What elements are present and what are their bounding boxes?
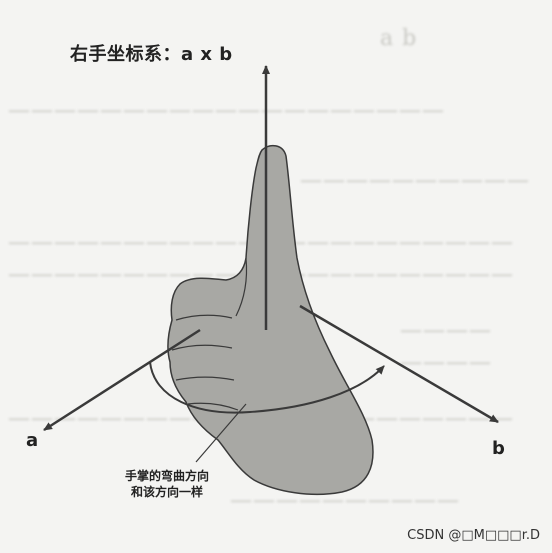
thumb-edge — [235, 257, 248, 317]
b-axis-label: b — [492, 438, 505, 459]
background-text: ———— — [400, 318, 492, 343]
caption: 手掌的弯曲方向 和该方向一样 — [112, 468, 222, 500]
finger-crease — [175, 314, 233, 321]
caption-leader-line — [195, 403, 247, 463]
caption-line-1: 手掌的弯曲方向 — [124, 469, 209, 483]
background-text: —————————— — [230, 488, 460, 513]
finger-crease — [187, 402, 239, 411]
finger-crease — [171, 344, 233, 351]
rotation-arrow — [149, 361, 385, 414]
background-text: a b — [380, 26, 418, 51]
diagram-title: 右手坐标系：a x b — [70, 44, 233, 65]
b-axis-arrow — [299, 304, 499, 424]
hand-shape — [167, 144, 374, 496]
background-text: ——————————————————— — [8, 98, 445, 123]
a-axis-label: a — [26, 430, 39, 451]
background-text: ———— — [400, 350, 492, 375]
background-text: —————————— — [300, 168, 530, 193]
watermark: CSDN @□M□□□r.D — [407, 528, 540, 543]
caption-line-2: 和该方向一样 — [130, 485, 203, 499]
a-axis-arrow — [43, 328, 201, 432]
finger-crease — [175, 376, 235, 381]
